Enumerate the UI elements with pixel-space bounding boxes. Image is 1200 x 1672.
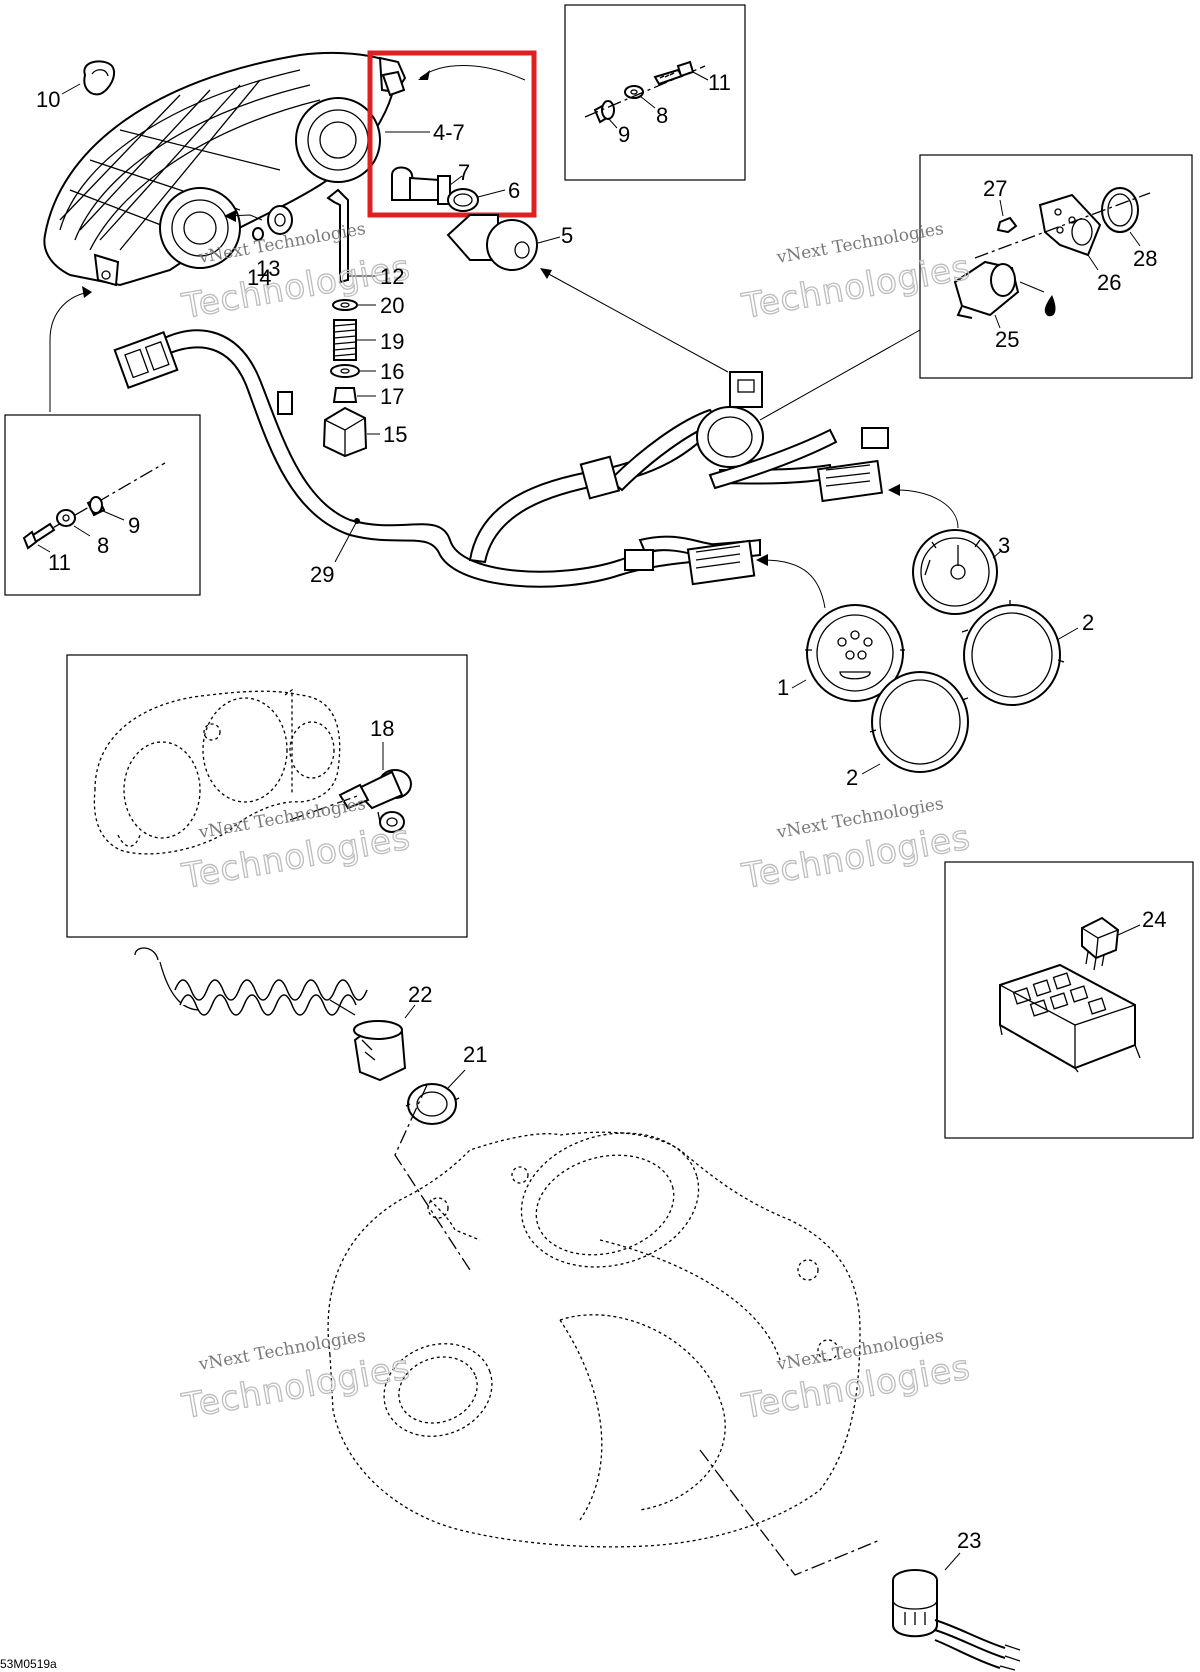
fastener-detail-box-top xyxy=(564,4,746,181)
label-10: 10 xyxy=(36,87,60,112)
label-25: 25 xyxy=(995,327,1019,352)
highlight-box-4-7 xyxy=(367,50,537,218)
label-24: 24 xyxy=(1142,907,1166,932)
nut-part-9-top xyxy=(593,100,615,124)
socket-detail-box xyxy=(919,154,1193,379)
svg-text:Technologies: Technologies xyxy=(739,817,974,897)
safety-switch-part-22 xyxy=(353,1020,407,1082)
label-18: 18 xyxy=(370,716,394,741)
nut-part-14 xyxy=(252,227,264,241)
label-21: 21 xyxy=(463,1042,487,1067)
grease-drop-icon xyxy=(1044,295,1056,317)
label-16: 16 xyxy=(380,359,404,384)
socket-part-25 xyxy=(953,260,1020,319)
watermark-bottom-left: Technologies vNext Technologies xyxy=(178,1326,414,1428)
console-outline xyxy=(327,1131,861,1548)
label-12: 12 xyxy=(380,264,404,289)
rubber-cover-part-5 xyxy=(446,214,538,271)
washer-part-8-top xyxy=(624,85,644,99)
nut-part-27 xyxy=(996,216,1018,234)
relay-detail-box xyxy=(944,861,1194,1139)
watermark-bottom-right: Technologies vNext Technologies xyxy=(738,1326,974,1428)
grommet-part-13 xyxy=(267,205,293,235)
label-8-top: 8 xyxy=(656,103,668,128)
label-20: 20 xyxy=(380,293,404,318)
label-28: 28 xyxy=(1133,246,1157,271)
bracket-part-26 xyxy=(1038,193,1102,257)
knob-part-15 xyxy=(322,406,368,458)
bezel-ring-part-2a xyxy=(961,600,1065,706)
washer-part-20 xyxy=(332,299,358,311)
label-14: 14 xyxy=(247,265,271,290)
label-11-left: 11 xyxy=(48,550,71,575)
speedometer-part-1 xyxy=(805,604,905,702)
watermark-middle-right: Technologies vNext Technologies xyxy=(738,794,974,898)
label-13: 13 xyxy=(256,256,280,281)
label-3: 3 xyxy=(998,533,1010,558)
label-2-upper: 2 xyxy=(1082,610,1094,635)
adjuster-rod-part-12 xyxy=(326,188,349,284)
bezel-nut-part-21 xyxy=(405,1083,460,1125)
label-26: 26 xyxy=(1097,270,1121,295)
instrument-cluster-outline xyxy=(93,688,341,855)
relay-part-24 xyxy=(1081,916,1120,971)
label-22: 22 xyxy=(408,982,432,1007)
washer-part-16 xyxy=(330,364,360,378)
lanyard-cord xyxy=(134,947,368,1016)
washer-part-8-left xyxy=(56,509,76,527)
label-15: 15 xyxy=(383,422,407,447)
nut-part-17 xyxy=(332,387,358,403)
ring-part-28 xyxy=(1101,187,1139,233)
bezel-ring-part-2b xyxy=(869,671,969,773)
label-17: 17 xyxy=(380,384,404,409)
watermark-middle-left: Technologies vNext Technologies xyxy=(178,794,414,898)
gauge-part-3 xyxy=(912,529,998,615)
nut-part-9-left xyxy=(86,496,106,517)
cluster-detail-box xyxy=(66,654,468,938)
bulb-part-7 xyxy=(391,166,451,205)
label-23: 23 xyxy=(957,1528,981,1553)
clip-part-10 xyxy=(83,60,116,96)
key-switch-part-23 xyxy=(892,1569,1021,1671)
label-4-7: 4-7 xyxy=(433,120,465,145)
label-1: 1 xyxy=(777,675,789,700)
label-29: 29 xyxy=(310,562,334,587)
ignition-switch-part-18 xyxy=(338,769,412,833)
label-2-lower: 2 xyxy=(846,765,858,790)
label-9-top: 9 xyxy=(618,122,630,147)
watermark-top-right: Technologies vNext Technologies xyxy=(738,219,974,328)
label-6: 6 xyxy=(508,178,520,203)
figure-number: 53M0519a xyxy=(0,1657,57,1671)
label-7: 7 xyxy=(458,160,470,185)
screw-part-11-left xyxy=(22,522,56,550)
fuse-box xyxy=(999,963,1141,1073)
label-19: 19 xyxy=(380,329,404,354)
label-11-top: 11 xyxy=(708,70,731,95)
label-27: 27 xyxy=(983,176,1007,201)
fastener-detail-box-left xyxy=(4,414,201,596)
spring-part-19 xyxy=(333,319,357,361)
bulb-socket-part-4 xyxy=(381,70,406,97)
label-9-left: 9 xyxy=(128,513,140,538)
label-5: 5 xyxy=(561,223,573,248)
ring-part-6 xyxy=(447,188,479,212)
wiring-harness-part-29 xyxy=(113,329,889,588)
label-8-left: 8 xyxy=(97,533,109,558)
svg-text:Technologies: Technologies xyxy=(739,247,974,327)
